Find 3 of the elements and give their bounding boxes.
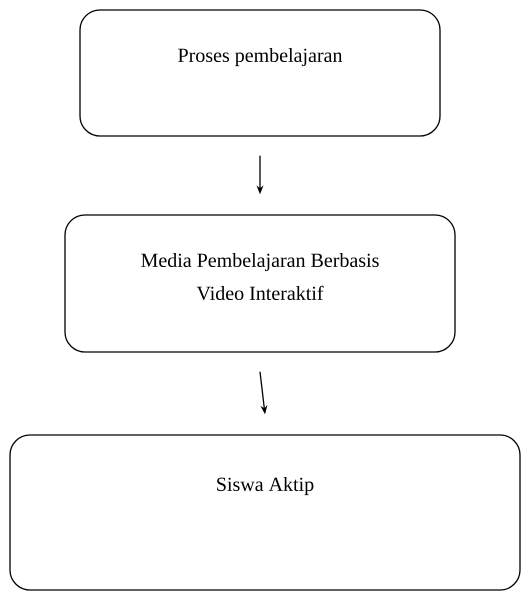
process-box: Proses pembelajaran <box>79 9 441 137</box>
process-box: Media Pembelajaran Berbasis Video Interaktif <box>64 214 456 353</box>
process-box: Siswa Aktip <box>9 434 521 591</box>
